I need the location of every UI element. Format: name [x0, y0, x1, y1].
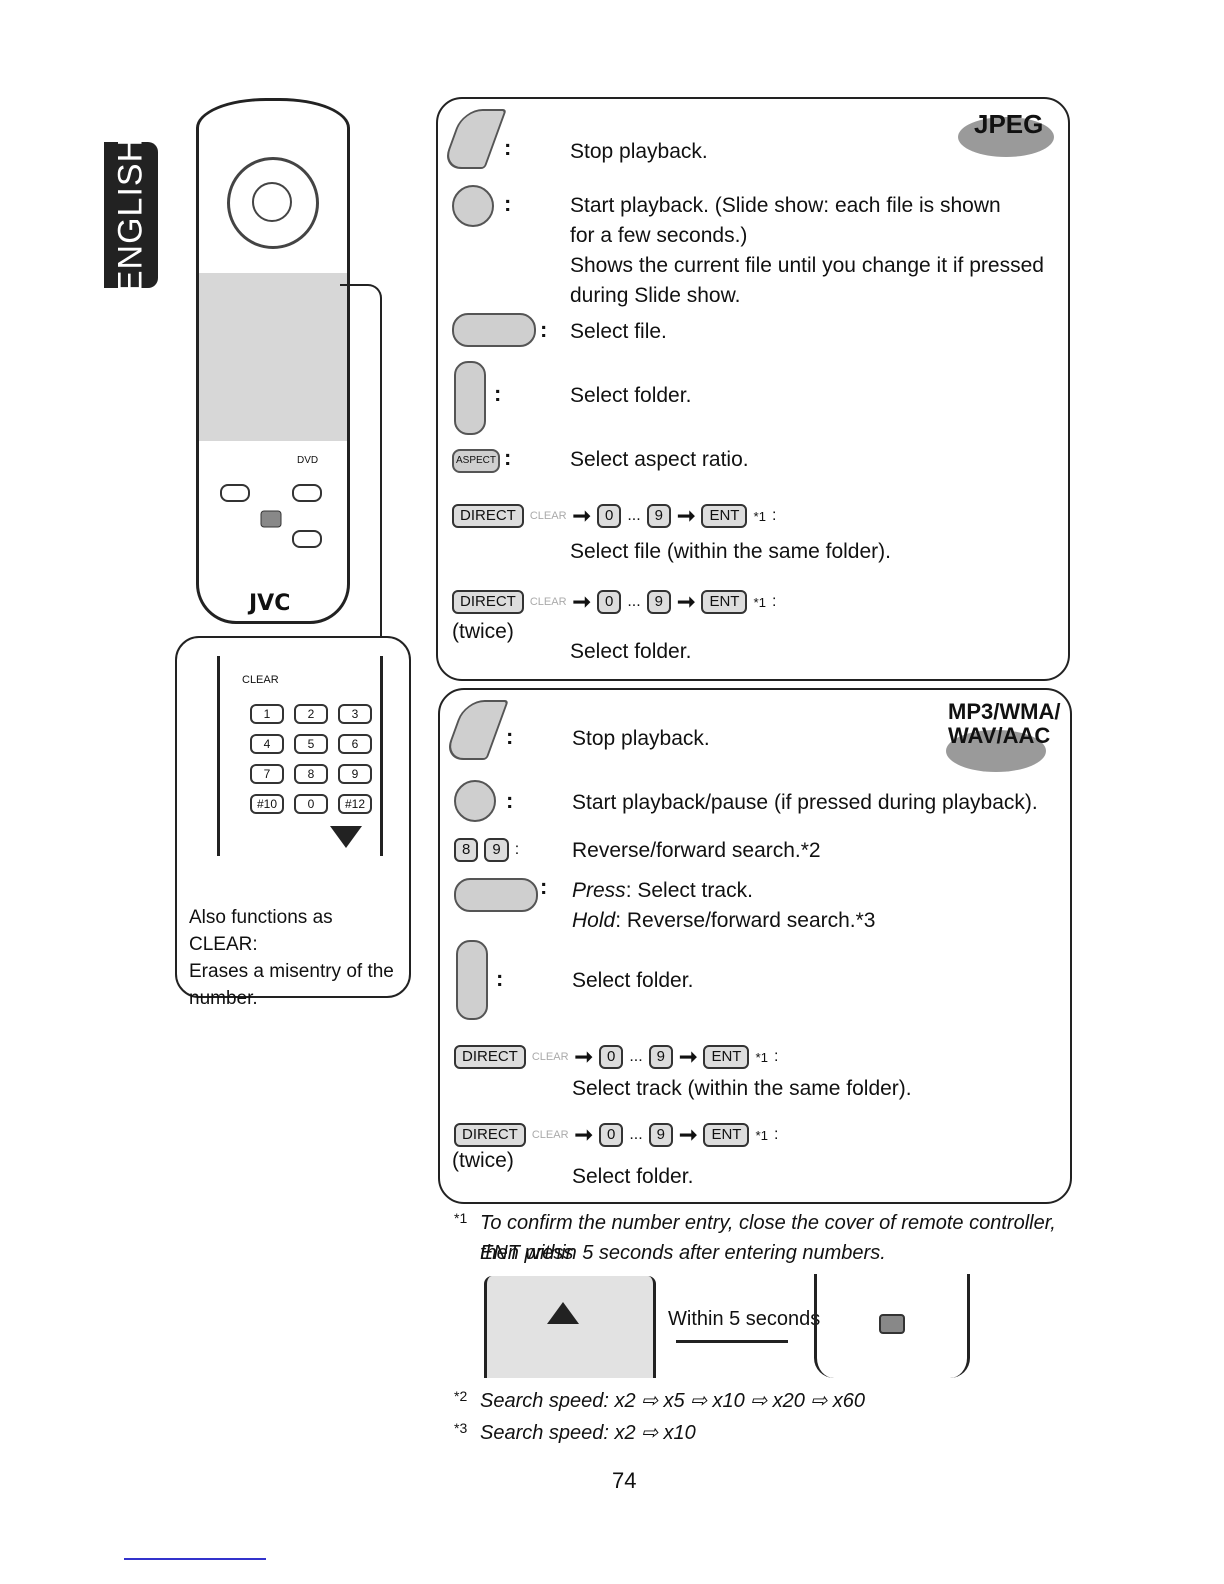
colon: :	[540, 317, 548, 342]
remote-cover-shade	[199, 273, 347, 441]
colon: :	[504, 445, 512, 470]
page-number: 74	[612, 1468, 637, 1493]
stop-button-icon	[441, 109, 507, 169]
skip-buttons-icon	[452, 313, 536, 347]
footnote-1-mark: *1	[454, 1210, 468, 1226]
ent-key-icon	[879, 1314, 905, 1334]
row-select-folder-2: Select folder.	[570, 640, 692, 663]
up-down-icon	[456, 940, 488, 1020]
remote-illustration: DVD JVC	[196, 98, 350, 624]
jpeg-panel: JPEG : Stop playback. : Start playback. …	[436, 97, 1070, 681]
aspect-button-icon: ASPECT	[452, 449, 500, 473]
row-start: Start playback. (Slide show: each file i…	[570, 194, 1001, 247]
colon: :	[494, 381, 502, 406]
colon: :	[540, 874, 548, 899]
footnote-1-line2: ENT within 5 seconds after entering numb…	[480, 1242, 886, 1264]
row-press: Press: Select track.	[572, 879, 753, 902]
remote-brand: JVC	[249, 591, 291, 616]
within-label: Within 5 seconds	[668, 1308, 821, 1330]
row-stop: Stop playback.	[570, 140, 708, 163]
row-select-file-folder: Select file (within the same folder).	[570, 540, 891, 563]
row-stop: Stop playback.	[572, 727, 710, 750]
play-pause-icon	[452, 185, 494, 227]
jpeg-badge: JPEG	[974, 109, 1044, 139]
row-select-track-folder: Select track (within the same folder).	[572, 1077, 912, 1100]
colon: :	[506, 724, 514, 749]
row-select-folder: Select folder.	[572, 969, 694, 992]
jpeg-disc-icon	[958, 117, 1054, 157]
row-select-file: Select file.	[570, 320, 667, 343]
clear-note: Also functions as CLEAR: Erases a misent…	[189, 907, 394, 1009]
colon: :	[504, 135, 512, 160]
mp3-badge: MP3/WMA/ WAV/AAC	[948, 699, 1061, 748]
mp3-panel: MP3/WMA/ WAV/AAC : Stop playback. : Star…	[438, 688, 1072, 1204]
up-down-icon	[454, 361, 486, 435]
mp3-disc-icon	[946, 730, 1046, 772]
footnote-3: Search speed: x2 ⇨ x10	[480, 1422, 696, 1444]
row-select-folder-2: Select folder.	[572, 1165, 694, 1188]
stop-button-icon	[443, 700, 509, 760]
remote-dial-icon	[227, 157, 319, 249]
row-start-pause: Start playback/pause (if pressed during …	[572, 791, 1038, 814]
play-pause-icon	[454, 780, 496, 822]
up-arrow-icon	[547, 1302, 579, 1324]
cover-close-illustration	[484, 1276, 656, 1378]
footnote-3-mark: *3	[454, 1420, 468, 1436]
colon: :	[496, 966, 504, 991]
skip-buttons-icon	[454, 878, 538, 912]
footnote-1-line1: To confirm the number entry, close the c…	[480, 1212, 1056, 1264]
row-hold: Hold: Reverse/forward search.*3	[572, 909, 876, 932]
twice-label: (twice)	[452, 620, 514, 643]
colon: :	[504, 191, 512, 216]
footer-line	[124, 1558, 266, 1560]
language-tab: ENGLISH	[104, 137, 158, 293]
row-shows: Shows the current file until you change …	[570, 254, 1044, 307]
close-arrow-icon	[330, 826, 362, 848]
remote-dvd-label: DVD	[297, 455, 319, 466]
ent-illustration	[814, 1274, 970, 1378]
language-tab-label: ENGLISH	[111, 136, 150, 294]
colon: :	[506, 788, 514, 813]
within-arrow-icon	[676, 1340, 788, 1343]
row-aspect: Select aspect ratio.	[570, 448, 749, 471]
footnote-2-mark: *2	[454, 1388, 468, 1404]
row-select-folder: Select folder.	[570, 384, 692, 407]
closeup-clear-label: CLEAR	[242, 674, 279, 686]
twice-label: (twice)	[452, 1149, 514, 1172]
connector-line	[340, 284, 382, 638]
remote-keypad-icon	[217, 481, 329, 551]
footnote-2: Search speed: x2 ⇨ x5 ⇨ x10 ⇨ x20 ⇨ x60	[480, 1390, 865, 1412]
row-reverse-forward: Reverse/forward search.*2	[572, 839, 821, 862]
